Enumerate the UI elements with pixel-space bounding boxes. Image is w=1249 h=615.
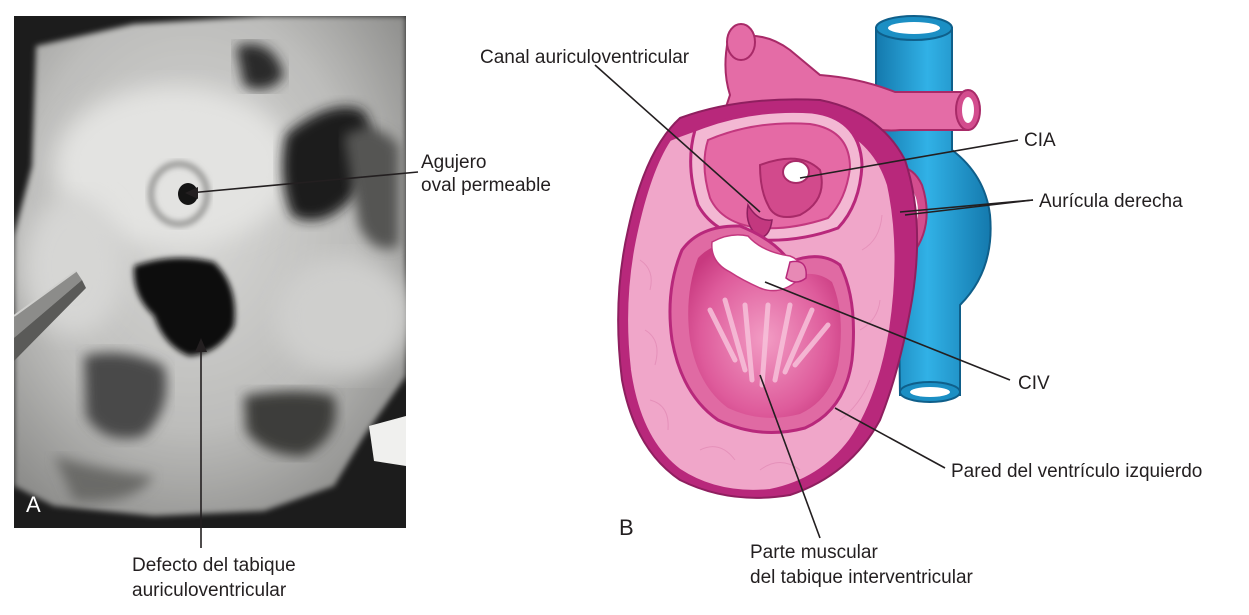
atrial-chamber [689,109,864,242]
leader-foramen [188,171,419,194]
label-right-atrium: Aurícula derecha [1039,191,1183,212]
leader-ra-2 [904,199,1034,216]
label-muscular-septum: Parte muscular del tabique interventricu… [750,542,973,588]
label-av-septal-defect: Defecto del tabique auriculoventricular [132,555,296,601]
panel-b-letter: B [619,515,634,540]
panel-a-letter: A [26,492,41,517]
myocardium-texture [639,214,883,471]
av-defect-arrowhead [195,338,207,352]
left-ventricle [668,224,855,434]
leader-cia [799,139,1019,179]
leader-lines [188,64,1034,548]
leader-muscular-septum [759,374,821,539]
foramen-arrowhead [185,187,198,199]
leader-civ [764,281,1011,381]
leader-lv-wall [834,407,946,469]
specimen-photograph [14,16,406,528]
label-civ: CIV [1018,373,1050,394]
label-lv-wall: Pared del ventrículo izquierdo [951,461,1203,482]
leader-av-canal [594,64,761,213]
label-foramen-ovale: Agujero oval permeable [421,152,551,196]
heart-specimen-image [14,16,406,528]
label-cia: CIA [1024,130,1056,151]
label-av-canal: Canal auriculoventricular [480,47,690,68]
